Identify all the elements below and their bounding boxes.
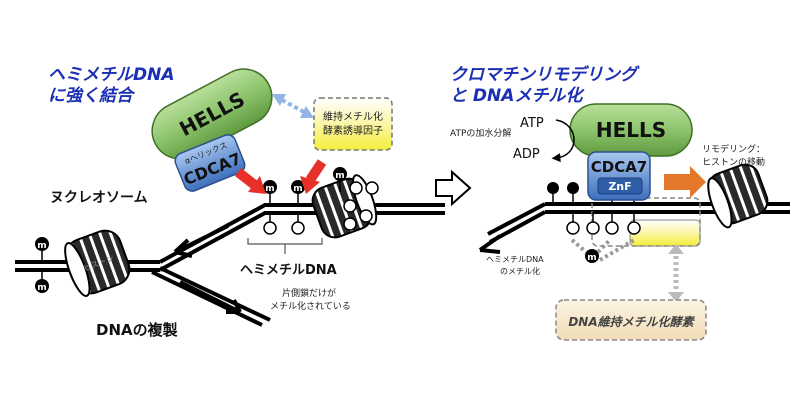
right-cdca7-protein: CDCA7 ZnF (587, 151, 651, 201)
right-yellow-region (629, 219, 701, 247)
lightblue-double-arrow (272, 94, 314, 118)
grey-dotted-arrows (570, 238, 684, 302)
note-line1: 片側鎖だけが (282, 287, 336, 299)
left-nucleosome-histone: ヒストン (64, 229, 131, 297)
note-line2: メチル化されている (270, 300, 351, 312)
right-hells-label: HELLS (596, 118, 666, 142)
orange-remodel-arrow (664, 166, 706, 198)
factor-line1: 維持メチル化 (323, 110, 383, 123)
transition-arrow (435, 169, 472, 207)
left-hemimethyl-sites: m m (263, 180, 305, 235)
adp-label: ADP (513, 147, 540, 162)
left-methyl-marks-far: m m (35, 237, 49, 293)
factor-line2: 酵素誘導因子 (323, 124, 383, 137)
left-cluster-circles: m (333, 167, 379, 231)
atp-cycle-arrow (551, 119, 575, 163)
remodel-line1: リモデリング： (702, 143, 765, 155)
dnmt-label: DNA維持メチル化酵素 (568, 315, 695, 329)
red-arrow-2 (305, 159, 327, 183)
svg-text:m: m (587, 253, 596, 263)
left-hemi-label: ヘミメチルDNA (240, 263, 337, 278)
svg-text:m: m (37, 241, 46, 251)
maintenance-factor-box: 維持メチル化 酵素誘導因子 (313, 97, 393, 151)
remodel-line2: ヒストンの移動 (702, 156, 765, 168)
fork-arrow-lower (179, 280, 241, 314)
left-panel: ヘミメチルDNA に強く結合 ヒストン m (15, 65, 445, 339)
left-heading-line2: に強く結合 (48, 86, 136, 106)
atp-note: ATPの加水分解 (450, 127, 511, 139)
left-heading-line1: ヘミメチルDNA (48, 65, 175, 85)
right-lower-sites: m (566, 212, 641, 263)
znf-label: ZnF (608, 180, 631, 193)
right-hemi-line1: ヘミメチルDNA (486, 255, 544, 264)
right-hells-protein: HELLS (569, 103, 693, 157)
right-cdca7-label: CDCA7 (591, 158, 648, 176)
svg-text:m: m (335, 171, 344, 181)
right-nucleosome (707, 163, 769, 229)
fork-arrow-upper (174, 224, 229, 254)
atp-label: ATP (520, 116, 544, 131)
right-heading-line1: クロマチンリモデリング (450, 65, 640, 85)
right-panel: クロマチンリモデリング と DNAメチル化 (450, 65, 790, 341)
replication-label: DNAの複製 (96, 321, 178, 339)
left-hells-protein: HELLS (151, 68, 273, 160)
right-heading-line2: と DNAメチル化 (450, 86, 585, 106)
right-fork-arrow (478, 234, 502, 254)
red-arrow-1 (234, 168, 260, 190)
svg-text:m: m (293, 184, 302, 194)
left-dna-strands (15, 203, 445, 327)
svg-text:m: m (265, 184, 274, 194)
svg-text:m: m (37, 283, 46, 293)
right-hemi-line2: のメチル化 (500, 266, 540, 276)
dnmt-box: DNA維持メチル化酵素 (555, 299, 707, 341)
hemi-bracket (247, 238, 323, 254)
nucleosome-label: ヌクレオソーム (50, 190, 148, 206)
